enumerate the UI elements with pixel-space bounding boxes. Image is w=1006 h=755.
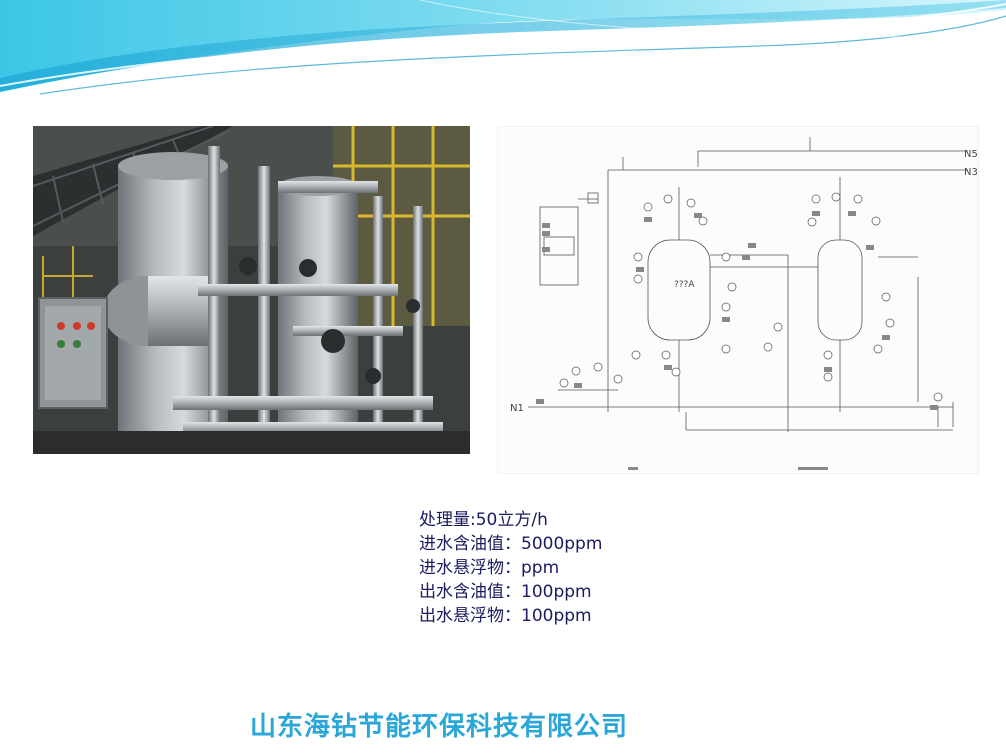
- outlet-n3-label: N3: [964, 167, 978, 178]
- spec-inlet-oil: 进水含油值：5000ppm: [419, 534, 603, 554]
- process-flow-diagram: N5 N3 N1 ???A: [497, 126, 979, 474]
- company-name: 山东海钻节能环保科技有限公司: [250, 712, 629, 742]
- spec-capacity: 处理量:50立方/h: [419, 510, 548, 530]
- header-wave-decoration: [0, 0, 1006, 95]
- equipment-photo: [33, 126, 470, 454]
- specifications-list: 处理量:50立方/h 进水含油值：5000ppm 进水悬浮物：ppm 出水含油值…: [419, 508, 602, 628]
- spec-outlet-suspended-solids: 出水悬浮物：100ppm: [419, 606, 592, 626]
- vessel-a-label: ???A: [674, 280, 695, 290]
- outlet-n5-label: N5: [964, 149, 978, 160]
- spec-outlet-oil: 出水含油值：100ppm: [419, 582, 592, 602]
- spec-inlet-suspended-solids: 进水悬浮物：ppm: [419, 558, 560, 578]
- inlet-n1-label: N1: [510, 403, 524, 414]
